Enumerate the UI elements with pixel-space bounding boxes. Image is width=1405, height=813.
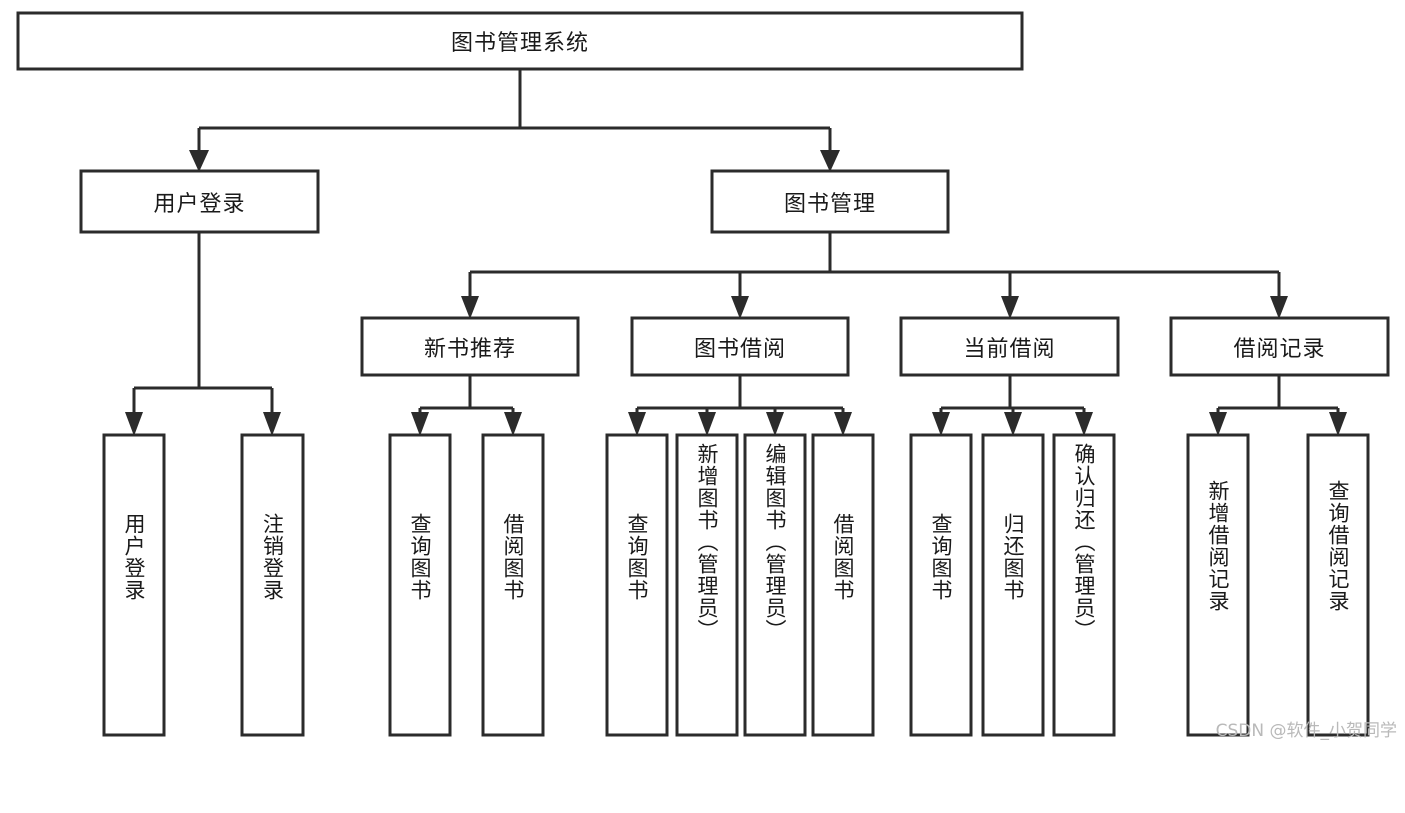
arrowhead-user-login xyxy=(189,150,209,172)
node-box-root[interactable] xyxy=(16,11,1024,71)
node-box-leaf-query-book-1[interactable] xyxy=(388,433,452,737)
node-layer xyxy=(16,11,1390,737)
arrowhead-leaf-confirm-return xyxy=(1075,412,1093,436)
node-box-leaf-add-borrow-record[interactable] xyxy=(1186,433,1250,737)
node-box-book-borrow[interactable] xyxy=(630,316,850,377)
node-box-current-borrow[interactable] xyxy=(899,316,1120,377)
arrowhead-leaf-query-borrow-record xyxy=(1329,412,1347,436)
node-box-leaf-edit-book[interactable] xyxy=(743,433,807,737)
node-box-leaf-confirm-return[interactable] xyxy=(1052,433,1116,737)
tree-diagram-svg xyxy=(16,11,1390,737)
arrowhead-leaf-add-book xyxy=(698,412,716,436)
arrowhead-leaf-return-book xyxy=(1004,412,1022,436)
arrowhead-leaf-user-login xyxy=(125,412,143,436)
arrowhead-leaf-logout xyxy=(263,412,281,436)
node-box-leaf-query-borrow-record[interactable] xyxy=(1306,433,1370,737)
node-box-leaf-borrow-book-2[interactable] xyxy=(811,433,875,737)
arrowhead-book-borrow xyxy=(731,296,749,319)
node-box-book-manage[interactable] xyxy=(710,169,950,234)
arrowhead-leaf-query-book-2 xyxy=(628,412,646,436)
node-box-leaf-add-book[interactable] xyxy=(675,433,739,737)
arrowhead-leaf-borrow-book-1 xyxy=(504,412,522,436)
node-box-leaf-query-book-2[interactable] xyxy=(605,433,669,737)
arrowhead-book-manage xyxy=(820,150,840,172)
node-box-leaf-return-book[interactable] xyxy=(981,433,1045,737)
node-box-leaf-user-login[interactable] xyxy=(102,433,166,737)
node-box-leaf-logout[interactable] xyxy=(240,433,305,737)
arrowhead-leaf-edit-book xyxy=(766,412,784,436)
node-box-new-book-recommend[interactable] xyxy=(360,316,580,377)
arrowhead-leaf-add-borrow-record xyxy=(1209,412,1227,436)
arrowhead-borrow-record xyxy=(1270,296,1288,319)
arrowhead-current-borrow xyxy=(1001,296,1019,319)
arrowhead-leaf-query-book-1 xyxy=(411,412,429,436)
connector-layer xyxy=(125,69,1347,436)
node-box-user-login[interactable] xyxy=(79,169,320,234)
diagram-canvas: 图书管理系统 用户登录 图书管理 新书推荐 图书借阅 当前借阅 借阅记录 用户登… xyxy=(16,11,1397,741)
node-box-leaf-borrow-book-1[interactable] xyxy=(481,433,545,737)
node-box-borrow-record[interactable] xyxy=(1169,316,1390,377)
node-box-leaf-query-book-3[interactable] xyxy=(909,433,973,737)
arrowhead-new-book xyxy=(461,296,479,319)
arrowhead-leaf-query-book-3 xyxy=(932,412,950,436)
arrowhead-leaf-borrow-book-2 xyxy=(834,412,852,436)
